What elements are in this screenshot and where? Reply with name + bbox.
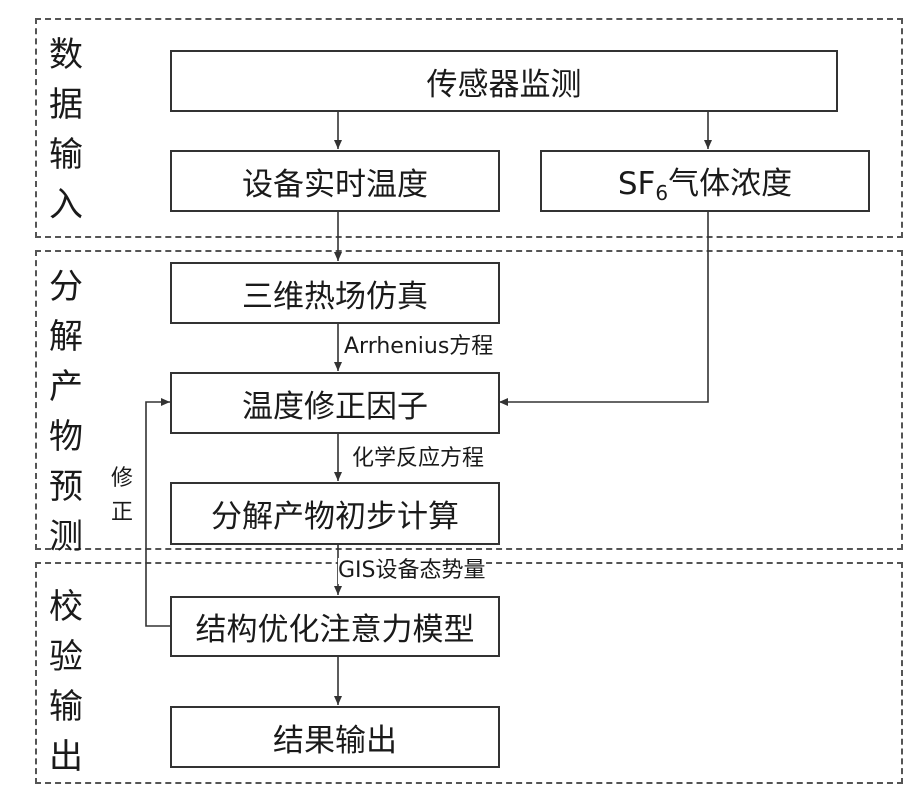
result-output-label: 结果输出 <box>273 715 397 760</box>
arrhenius-equation-label: Arrhenius方程 <box>344 334 493 360</box>
preliminary-calculation-box: 分解产物初步计算 <box>170 482 500 545</box>
correction-feedback-text: 修正 <box>107 462 137 530</box>
temperature-correction-label: 温度修正因子 <box>242 381 428 426</box>
arrow-sf6-to-correction <box>499 212 708 402</box>
sf6-formula-main: SF <box>618 166 656 202</box>
sensor-monitoring-box: 传感器监测 <box>170 50 838 112</box>
attention-model-box: 结构优化注意力模型 <box>170 596 500 657</box>
sf6-concentration-label: SF6气体浓度 <box>618 158 792 205</box>
correction-feedback-label: 修正 <box>107 462 137 530</box>
thermal-simulation-label: 三维热场仿真 <box>242 271 428 316</box>
result-output-box: 结果输出 <box>170 706 500 768</box>
arrow-feedback-correction <box>146 402 170 626</box>
sf6-label-rest: 气体浓度 <box>668 166 792 202</box>
preliminary-calculation-label: 分解产物初步计算 <box>211 491 459 536</box>
realtime-temperature-box: 设备实时温度 <box>170 150 500 212</box>
thermal-simulation-box: 三维热场仿真 <box>170 262 500 324</box>
temperature-correction-box: 温度修正因子 <box>170 372 500 434</box>
sensor-monitoring-label: 传感器监测 <box>427 59 582 104</box>
gis-state-label: GIS设备态势量 <box>338 558 486 584</box>
chemical-reaction-label: 化学反应方程 <box>352 446 484 472</box>
realtime-temperature-label: 设备实时温度 <box>242 159 428 204</box>
attention-model-label: 结构优化注意力模型 <box>196 604 475 649</box>
sf6-concentration-box: SF6气体浓度 <box>540 150 870 212</box>
sf6-formula-subscript: 6 <box>655 181 668 205</box>
